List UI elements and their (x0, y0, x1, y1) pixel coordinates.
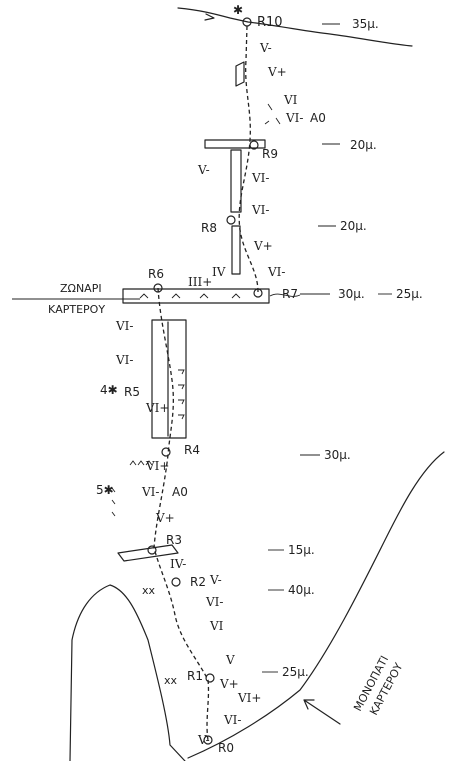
pitch-length: 25μ. (282, 665, 309, 679)
belay-markers (147, 17, 263, 745)
belay-label-r2: R2 (190, 575, 206, 589)
grade-label: VI- (251, 203, 269, 217)
pitch-length: 35μ. (352, 17, 379, 31)
approach-path-label: ΜΟΝΟΠΑΤΙ ΚΑΡΤΕΡΟΥ (351, 654, 405, 718)
grade-label: V+ (267, 65, 287, 79)
aid-label: A0 (310, 111, 326, 125)
xx-mark: xx (142, 584, 156, 597)
grade-label: V- (259, 41, 272, 55)
summit-arrow (204, 13, 215, 21)
ledge-r9 (204, 139, 266, 149)
summit-star-icon: ✱ (233, 3, 243, 17)
pitch-length-leaders (262, 23, 392, 673)
grade-label: VI- (251, 171, 269, 185)
crack-middle (231, 225, 241, 275)
base-rock-right (187, 451, 445, 759)
grade-label: V- (197, 163, 210, 177)
pitch-length: 30μ. (324, 448, 351, 462)
crack-upper (230, 149, 242, 213)
grade-label: V- (197, 733, 210, 747)
ledge-wave-line (269, 293, 301, 297)
belay-label-r3: R3 (166, 533, 182, 547)
grade-label: VI+ (145, 401, 169, 415)
star-mark: 4✱ (100, 383, 118, 397)
grade-label: VI- (267, 265, 285, 279)
grade-label: VI- (285, 111, 303, 125)
belay-label-r1: R1 (187, 669, 203, 683)
belay-label-r4: R4 (184, 443, 200, 457)
grade-label: V+ (253, 239, 273, 253)
grade-label: V- (209, 573, 222, 587)
ledge-grass-marks (139, 293, 241, 299)
belay-label-r5: R5 (124, 385, 140, 399)
belay-label-r7: R7 (282, 287, 298, 301)
grade-label: VI- (115, 353, 133, 367)
ledge-zonari (122, 288, 270, 304)
grade-label: VI- (205, 595, 223, 609)
xx-mark: xx (164, 674, 178, 687)
grade-label: VI- (115, 319, 133, 333)
pitch-length: 20μ. (350, 138, 377, 152)
base-rock-left (69, 584, 186, 761)
grade-label: IV- (170, 557, 186, 571)
pitch-length: 40μ. (288, 583, 315, 597)
belay-label-r9: R9 (262, 147, 278, 161)
grade-label: VI (283, 93, 298, 107)
aid-label: A0 (172, 485, 188, 499)
grade-label: V+ (219, 677, 239, 691)
grade-label: VI+ (145, 459, 169, 473)
ledge-r3 (117, 544, 179, 562)
pitch-length: 15μ. (288, 543, 315, 557)
pitch-length: 25μ. (396, 287, 423, 301)
star-mark: 5✱ (96, 483, 114, 497)
pitch-length: 20μ. (340, 219, 367, 233)
grade-label: VI (209, 619, 224, 633)
pitch-length: 30μ. (338, 287, 365, 301)
chimney-lower (151, 319, 187, 439)
book-corner-top (235, 61, 245, 87)
ledge-name-line2: ΚΑΡΤΕΡΟΥ (48, 303, 105, 316)
approach-path-arrow (303, 699, 341, 725)
ledge-name-line1: ΖΩΝΑΡΙ (60, 282, 102, 295)
belay-label-r6: R6 (148, 267, 164, 281)
grade-label: VI- (141, 485, 159, 499)
belay-label-r0: R0 (218, 741, 234, 755)
protection-marks (111, 103, 281, 517)
grade-label: V+ (155, 511, 175, 525)
grade-label: IV (212, 265, 226, 279)
grade-label: V (225, 653, 235, 667)
summit-ridge-line (177, 7, 413, 47)
grade-label: VI+ (237, 691, 261, 705)
belay-label-r10: R10 (257, 15, 283, 30)
grade-label: III+ (188, 275, 212, 289)
route-line (153, 25, 259, 741)
belay-label-r8: R8 (201, 221, 217, 235)
grade-label: VI- (223, 713, 241, 727)
